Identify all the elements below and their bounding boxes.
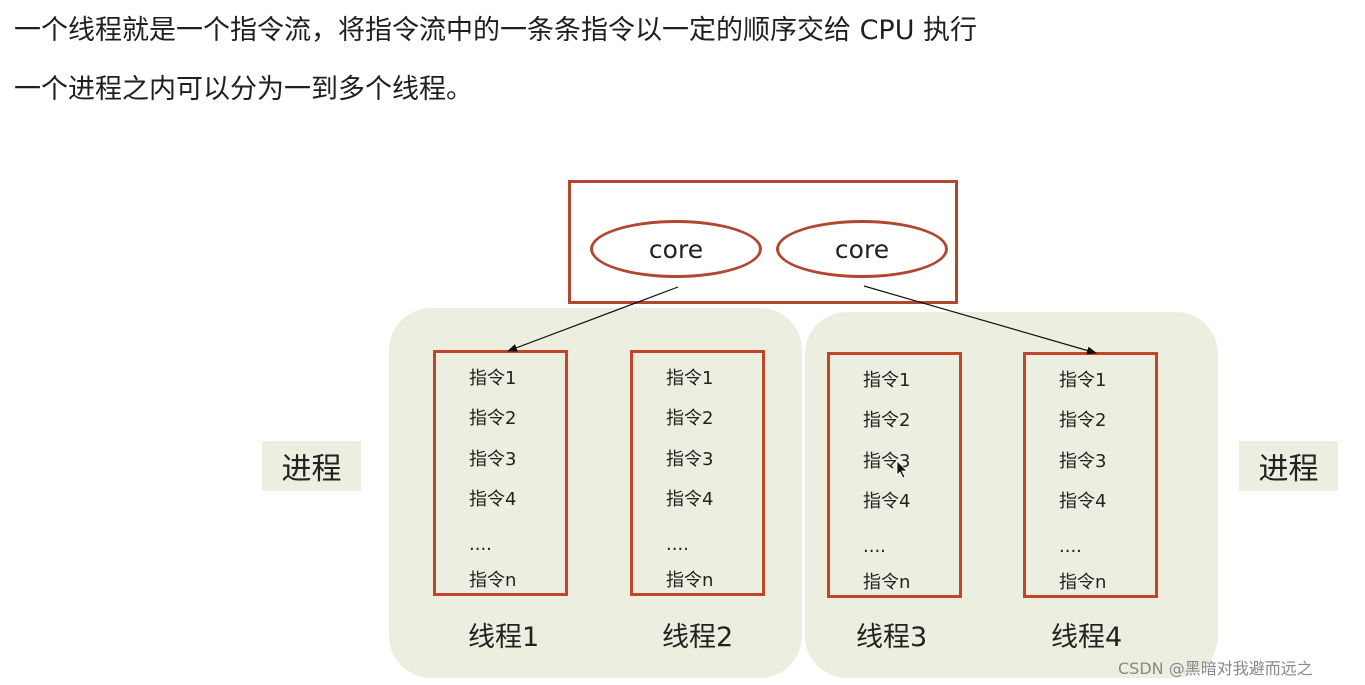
instruction-item: 指令n: [666, 570, 714, 591]
instruction-item: 指令1: [863, 370, 911, 391]
instruction-ellipsis: ....: [863, 536, 886, 557]
instruction-item: 指令1: [666, 368, 714, 389]
cpu-core-2: core: [776, 220, 948, 278]
instruction-item: 指令2: [666, 408, 714, 429]
description-line-1: 一个线程就是一个指令流，将指令流中的一条条指令以一定的顺序交给 CPU 执行: [14, 15, 978, 46]
instruction-item: 指令4: [863, 491, 911, 512]
instruction-item: 指令4: [666, 489, 714, 510]
instruction-item: 指令1: [469, 368, 517, 389]
instruction-item: 指令3: [863, 451, 911, 472]
thread-label-2: 线程2: [662, 622, 734, 653]
instruction-item: 指令2: [863, 410, 911, 431]
instruction-item: 指令1: [1059, 370, 1107, 391]
process-area-1: [389, 308, 802, 678]
thread-box-2: 指令1 指令2 指令3 指令4 .... 指令n: [630, 350, 765, 596]
thread-label-3: 线程3: [856, 622, 928, 653]
thread-box-3: 指令1 指令2 指令3 指令4 .... 指令n: [827, 352, 962, 598]
thread-label-1: 线程1: [468, 622, 540, 653]
instruction-item: 指令3: [469, 449, 517, 470]
instruction-item: 指令2: [469, 408, 517, 429]
thread-box-4: 指令1 指令2 指令3 指令4 .... 指令n: [1023, 352, 1158, 598]
instruction-item: 指令n: [469, 570, 517, 591]
instruction-item: 指令3: [1059, 451, 1107, 472]
instruction-item: 指令4: [469, 489, 517, 510]
instruction-item: 指令n: [1059, 572, 1107, 593]
instruction-ellipsis: ....: [1059, 536, 1082, 557]
description-line-2: 一个进程之内可以分为一到多个线程。: [14, 74, 473, 105]
instruction-item: 指令n: [863, 572, 911, 593]
instruction-item: 指令2: [1059, 410, 1107, 431]
watermark: CSDN @黑暗对我避而远之: [1118, 659, 1313, 678]
thread-box-1: 指令1 指令2 指令3 指令4 .... 指令n: [433, 350, 568, 596]
process-label-right: 进程: [1239, 441, 1338, 491]
process-label-left: 进程: [262, 441, 361, 491]
instruction-item: 指令3: [666, 449, 714, 470]
instruction-item: 指令4: [1059, 491, 1107, 512]
process-area-2: [805, 312, 1218, 678]
instruction-ellipsis: ....: [469, 534, 492, 555]
instruction-ellipsis: ....: [666, 534, 689, 555]
cpu-core-1: core: [590, 220, 762, 278]
thread-label-4: 线程4: [1051, 622, 1123, 653]
